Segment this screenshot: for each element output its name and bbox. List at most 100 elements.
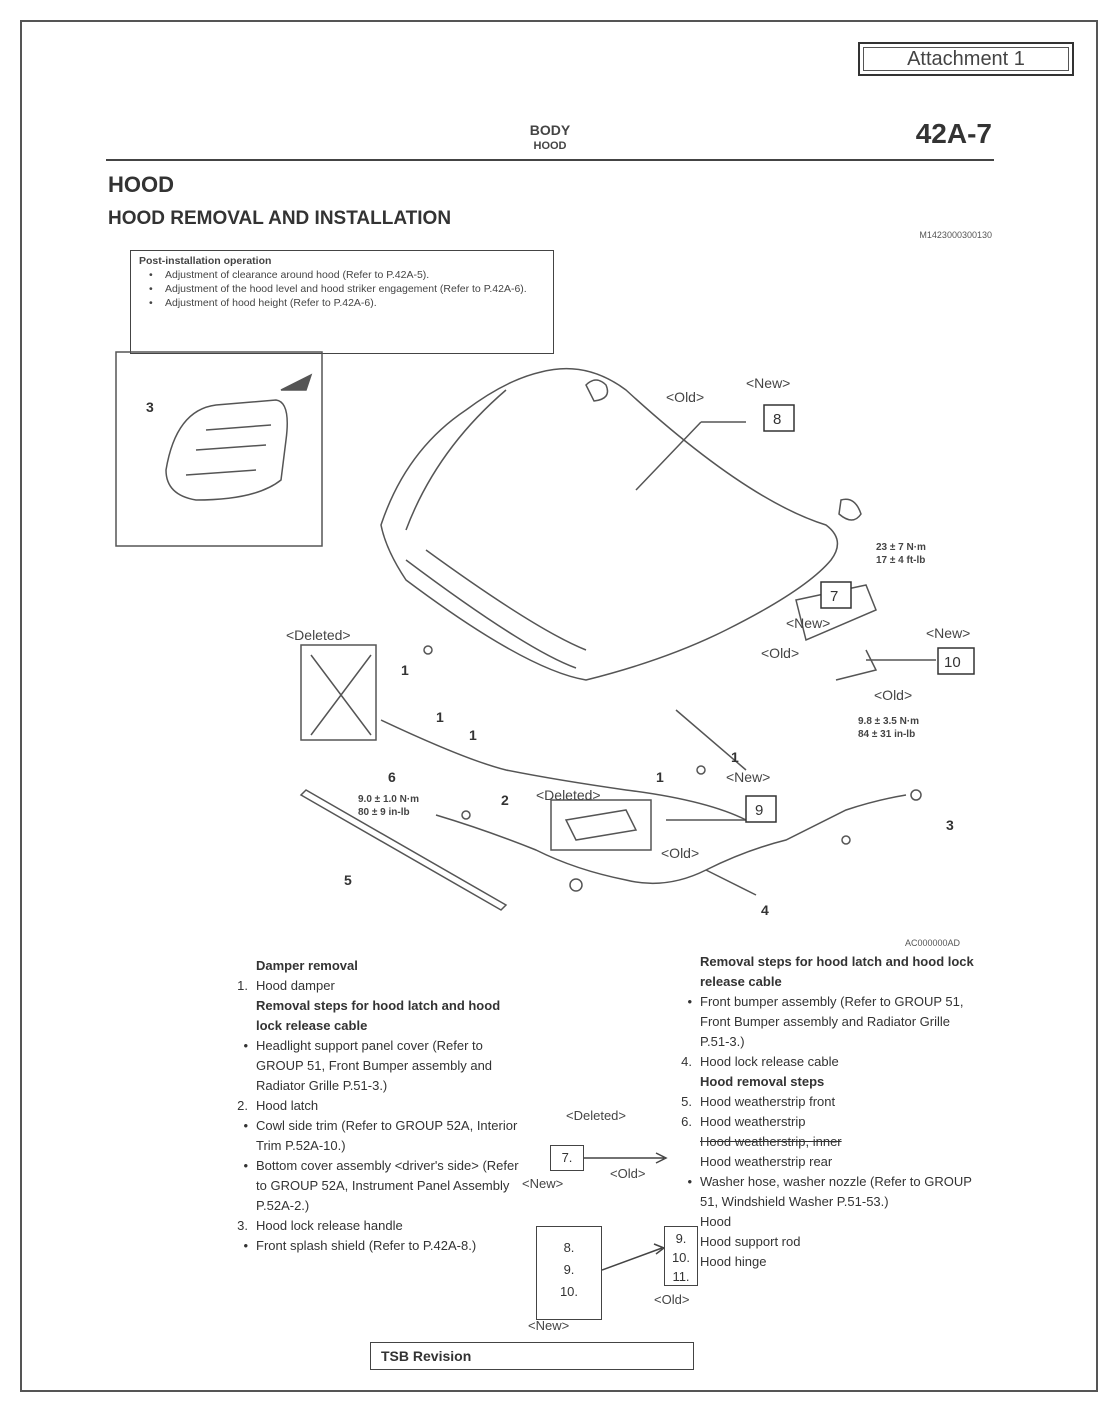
diagram-box-10: 10 xyxy=(944,654,961,671)
step-text: Hood hinge xyxy=(700,1254,767,1269)
revision-num: 9. xyxy=(563,1262,575,1277)
diagram-tag-new: <New> xyxy=(746,375,790,391)
torque-left-inlb: 80 ± 9 in-lb xyxy=(358,807,410,818)
page-title: HOOD xyxy=(108,172,174,197)
box-8-frame xyxy=(763,404,795,432)
callout-5: 5 xyxy=(344,872,352,888)
latch-removal-heading: Removal steps for hood latch and hood lo… xyxy=(256,998,501,1033)
revision-box-7: 7. xyxy=(550,1145,584,1171)
revision-num: 11. xyxy=(672,1269,690,1284)
deleted-part-frame xyxy=(300,644,377,741)
figure-code: AC000000AD xyxy=(904,938,960,948)
diagram-tag-old: <Old> xyxy=(666,389,704,405)
callout-3: 3 xyxy=(946,817,954,833)
box-9-frame xyxy=(745,795,777,823)
attachment-label: Attachment 1 xyxy=(858,42,1074,76)
hood-support-rod xyxy=(380,719,747,821)
step-text: Hood damper xyxy=(256,978,335,993)
revision-num: 10. xyxy=(671,1250,691,1265)
header-section: BODY xyxy=(529,122,571,138)
revision-tag-old: <Old> xyxy=(610,1166,646,1181)
step-text: Headlight support panel cover (Refer to … xyxy=(256,1038,493,1093)
step-bottom-cover: •Bottom cover assembly <driver's side> (… xyxy=(243,1158,519,1213)
doc-id: M1423000300130 xyxy=(919,230,992,240)
step-10: Hood support rod xyxy=(672,1232,982,1252)
diagram-tag-deleted: <Deleted> xyxy=(536,787,601,803)
diagram-box-9: 9 xyxy=(755,802,763,819)
step-11: Hood hinge xyxy=(672,1252,982,1272)
step-text: Hood lock release handle xyxy=(256,1218,403,1233)
torque-right-inlb: 84 ± 31 in-lb xyxy=(858,729,915,740)
step-number: 1. xyxy=(237,978,248,993)
callout-1: 1 xyxy=(436,709,444,725)
step-text: Hood weatherstrip rear xyxy=(700,1154,833,1169)
inset-latch-drawing xyxy=(165,399,288,501)
torque-top-ftlb: 17 ± 4 ft-lb xyxy=(876,555,925,566)
step-9: Hood xyxy=(672,1212,982,1232)
post-installation-item: Adjustment of hood height (Refer to P.42… xyxy=(139,297,545,310)
step-4: 4. Hood lock release cable xyxy=(672,1052,982,1072)
diagram-box-7: 7 xyxy=(830,588,838,605)
step-text: Washer hose, washer nozzle (Refer to GRO… xyxy=(700,1174,972,1209)
header-rule xyxy=(106,159,994,161)
diagram-tag-old: <Old> xyxy=(874,687,912,703)
diagram-tag-new: <New> xyxy=(786,615,830,631)
inset-frame xyxy=(115,351,323,547)
step-text: Hood lock release cable xyxy=(700,1054,839,1069)
step-splash-shield: •Front splash shield (Refer to P.42A-8.) xyxy=(243,1238,477,1253)
revision-tag-deleted: <Deleted> xyxy=(566,1108,626,1123)
step-2: 2. Hood latch xyxy=(228,1096,528,1116)
diagram-tag-old: <Old> xyxy=(661,845,699,861)
step-headlight-cover: •Headlight support panel cover (Refer to… xyxy=(243,1038,493,1093)
post-installation-item: Adjustment of clearance around hood (Ref… xyxy=(139,269,545,282)
step-number: 4. xyxy=(681,1054,692,1069)
step-text: Bottom cover assembly <driver's side> (R… xyxy=(256,1158,519,1213)
damper-removal-heading: Damper removal xyxy=(256,958,358,973)
diagram-tag-old: <Old> xyxy=(761,645,799,661)
step-text: Hood latch xyxy=(256,1098,319,1113)
callout-3: 3 xyxy=(146,399,154,415)
hood-removal-heading: Hood removal steps xyxy=(700,1074,825,1089)
revision-num: 9. xyxy=(675,1231,687,1246)
diagram-tag-new: <New> xyxy=(726,769,770,785)
step-text: Front bumper assembly (Refer to GROUP 51… xyxy=(700,994,964,1049)
step-text: Front splash shield (Refer to P.42A-8.) xyxy=(256,1238,477,1253)
callout-6: 6 xyxy=(388,769,396,785)
post-installation-box: Post-installation operation Adjustment o… xyxy=(130,250,554,354)
step-washer-hose: •Washer hose, washer nozzle (Refer to GR… xyxy=(687,1174,972,1209)
step-number: 2. xyxy=(237,1098,248,1113)
step-6: 6.Hood weatherstrip xyxy=(672,1112,982,1132)
step-front-bumper: •Front bumper assembly (Refer to GROUP 5… xyxy=(687,994,964,1049)
page-subtitle: HOOD REMOVAL AND INSTALLATION xyxy=(108,208,452,229)
step-7-old: Hood weatherstrip, inner xyxy=(672,1132,982,1152)
step-7-new: Hood weatherstrip rear xyxy=(672,1152,982,1172)
callout-1: 1 xyxy=(469,727,477,743)
page-number: 42A-7 xyxy=(915,118,992,149)
revision-box-new-group: 8. 9. 10. xyxy=(536,1226,602,1320)
step-text: Hood weatherstrip, inner xyxy=(700,1134,842,1149)
step-text: Hood support rod xyxy=(700,1234,801,1249)
revision-num: 10. xyxy=(559,1284,579,1299)
post-installation-item: Adjustment of the hood level and hood st… xyxy=(139,283,545,296)
diagram-tag-new: <New> xyxy=(926,625,970,641)
step-number: 5. xyxy=(681,1094,692,1109)
diagram-tag-deleted: <Deleted> xyxy=(286,627,351,643)
callout-2: 2 xyxy=(501,792,509,808)
callout-1: 1 xyxy=(731,749,739,765)
box-7-frame xyxy=(820,581,852,609)
revision-num: 8. xyxy=(563,1240,575,1255)
hood-latch xyxy=(550,799,652,851)
step-1: 1. Hood damper xyxy=(228,976,528,996)
step-cowl-trim: •Cowl side trim (Refer to GROUP 52A, Int… xyxy=(243,1118,518,1153)
page-border xyxy=(20,20,1098,1392)
step-number: 3. xyxy=(237,1218,248,1233)
hood-bumper xyxy=(838,498,862,521)
hood-panel xyxy=(380,367,839,681)
revision-tag-old: <Old> xyxy=(654,1292,690,1307)
header-subsection: HOOD xyxy=(533,140,567,152)
right-steps: Removal steps for hood latch and hood lo… xyxy=(672,952,982,1272)
torque-right-nm: 9.8 ± 3.5 N·m xyxy=(858,716,919,727)
hood-handle xyxy=(585,379,609,402)
step-text: Hood xyxy=(700,1214,732,1229)
step-text: Hood weatherstrip xyxy=(700,1114,806,1129)
